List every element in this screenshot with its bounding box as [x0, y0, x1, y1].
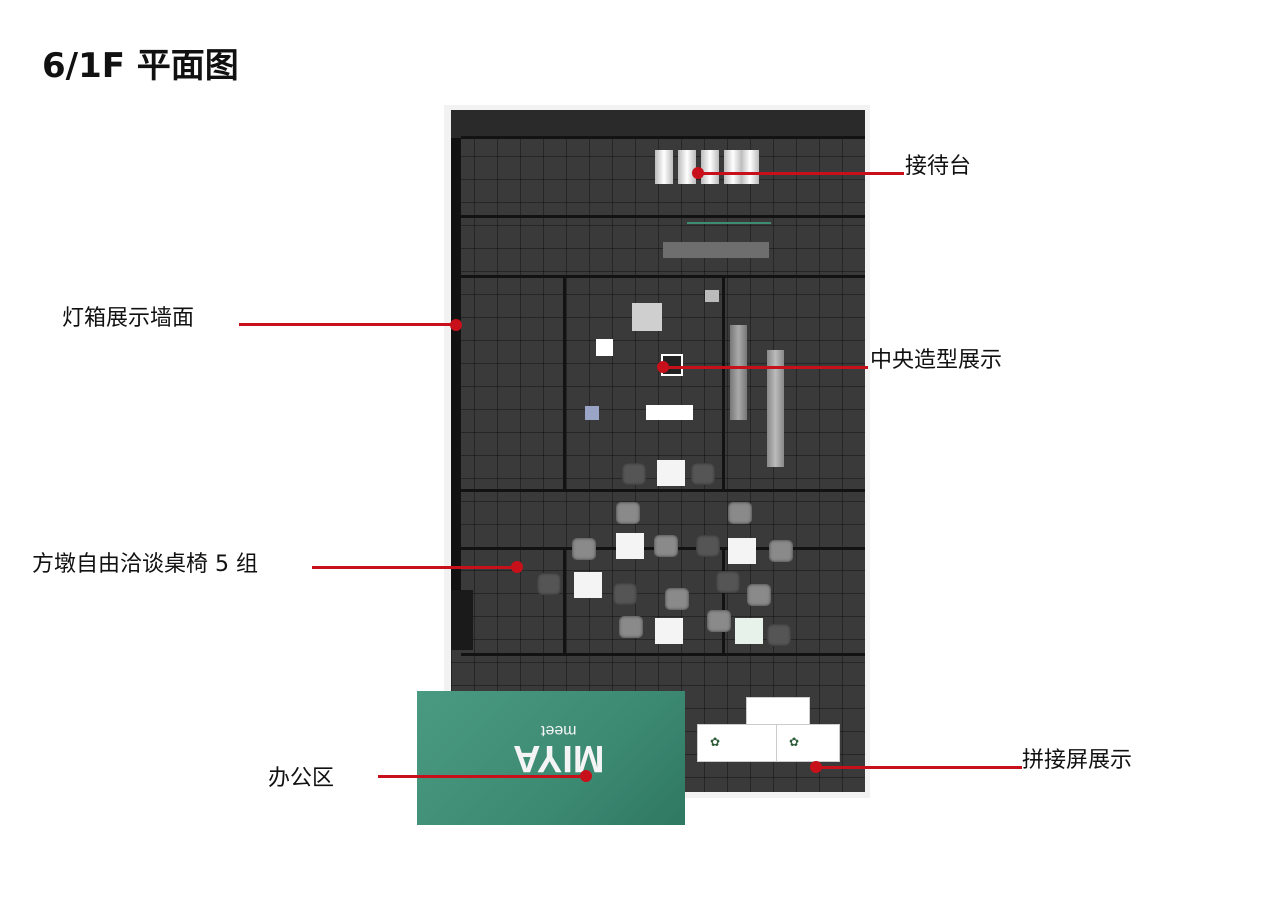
callout-line-office [378, 775, 586, 778]
seat [716, 571, 740, 593]
bench [663, 242, 769, 258]
callout-label-central-display: 中央造型展示 [870, 348, 1003, 373]
seat [537, 573, 561, 595]
display-shelf [730, 325, 747, 420]
display-pedestal [632, 303, 662, 331]
seat [728, 502, 752, 524]
display-shelf [767, 350, 784, 467]
display-table [646, 405, 693, 420]
callout-line-seating [312, 566, 518, 569]
wall-h6 [461, 653, 865, 656]
product-icon [705, 290, 719, 302]
callout-label-reception: 接待台 [905, 154, 972, 179]
logo-big-text: MIYA [513, 737, 605, 779]
plant-icon: ✿ [710, 735, 721, 749]
callout-dot-office [580, 770, 592, 782]
callout-line-splice-screen [816, 766, 1022, 769]
callout-line-reception [698, 172, 904, 175]
reception-counter-segment [655, 150, 673, 184]
seat [622, 463, 646, 485]
callout-dot-central-display [657, 361, 669, 373]
reception-counter-segment [678, 150, 696, 184]
table [735, 618, 763, 644]
callout-label-seating: 方墩自由洽谈桌椅 5 组 [32, 552, 258, 577]
wall-h1 [461, 136, 865, 139]
display-pedestal [596, 339, 613, 356]
splice-screen-panel: ✿ [697, 724, 777, 762]
callout-line-lightbox-wall [239, 323, 455, 326]
lightbox-wall [451, 110, 461, 590]
seat [767, 624, 791, 646]
wall-h4 [461, 489, 865, 492]
seat [747, 584, 771, 606]
table [657, 460, 685, 486]
wall-v1 [563, 278, 566, 490]
miya-logo: MIYA meet [513, 721, 605, 779]
callout-dot-seating [511, 561, 523, 573]
seat [665, 588, 689, 610]
splice-screen-panel [746, 697, 810, 725]
table [728, 538, 756, 564]
seat [696, 535, 720, 557]
wall-v2 [722, 278, 725, 490]
callout-label-office: 办公区 [268, 766, 335, 791]
reception-counter-segment [741, 150, 759, 184]
seat [654, 535, 678, 557]
callout-label-splice-screen: 拼接屏展示 [1022, 748, 1133, 773]
office-area: MIYA meet [417, 691, 685, 825]
callout-dot-splice-screen [810, 761, 822, 773]
wall-h3 [461, 275, 865, 278]
reception-counter-segment [724, 150, 742, 184]
table [655, 618, 683, 644]
seat [691, 463, 715, 485]
page-title: 6/1F 平面图 [42, 46, 239, 86]
green-strip [687, 222, 771, 224]
seat [572, 538, 596, 560]
tv-icon [585, 406, 599, 420]
callout-dot-reception [692, 167, 704, 179]
reception-counter-segment [701, 150, 719, 184]
table [616, 533, 644, 559]
seat [769, 540, 793, 562]
floor-plan: ✿ ✿ [451, 110, 865, 792]
callout-dot-lightbox-wall [450, 319, 462, 331]
table [574, 572, 602, 598]
seat [616, 502, 640, 524]
seat [707, 610, 731, 632]
top-strip [451, 110, 865, 138]
plant-icon: ✿ [789, 735, 800, 749]
seat [613, 583, 637, 605]
wall-v3 [563, 547, 566, 656]
wall-h2 [461, 215, 865, 218]
seat [619, 616, 643, 638]
callout-label-lightbox-wall: 灯箱展示墙面 [62, 306, 195, 331]
wall-stub [451, 590, 473, 650]
callout-line-central-display [662, 366, 868, 369]
splice-screen-panel: ✿ [776, 724, 840, 762]
wall-v4 [722, 547, 725, 656]
